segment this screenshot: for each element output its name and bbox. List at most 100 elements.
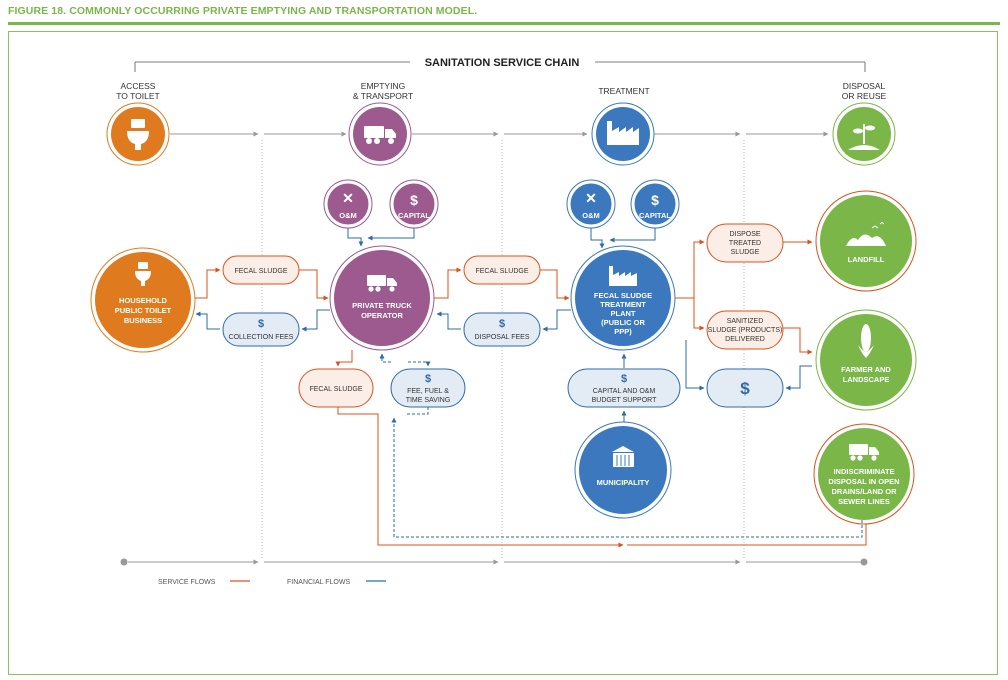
factory-icon bbox=[607, 121, 639, 145]
svg-text:SLUDGE (PRODUCTS): SLUDGE (PRODUCTS) bbox=[708, 327, 783, 334]
svg-text:$: $ bbox=[499, 318, 505, 330]
stage-label-disposal-2: OR REUSE bbox=[842, 91, 887, 101]
pill-collection-fees: $ COLLECTION FEES bbox=[222, 312, 300, 347]
truck-icon bbox=[364, 126, 396, 144]
svg-text:SLUDGE: SLUDGE bbox=[731, 249, 760, 256]
om-label: O&M bbox=[582, 211, 600, 220]
service-chain-header: SANITATION SERVICE CHAIN bbox=[134, 57, 866, 72]
farmer-actor: FARMER AND LANDSCAPE bbox=[815, 309, 917, 411]
stage-label-access-2: TO TOILET bbox=[116, 91, 159, 101]
truck-icon bbox=[849, 444, 879, 461]
legend-financial: FINANCIAL FLOWS bbox=[287, 579, 350, 586]
capital-circle-truck: $ CAPITAL bbox=[389, 179, 439, 229]
stage-icon-toilet bbox=[106, 102, 170, 166]
toilet-icon bbox=[127, 119, 149, 150]
tools-icon: ✕ bbox=[342, 190, 354, 206]
bottom-chain-line bbox=[120, 558, 868, 566]
stage-label-emptying: EMPTYING bbox=[361, 81, 405, 91]
capital-circle-plant: $ CAPITAL bbox=[630, 179, 680, 229]
legend: SERVICE FLOWS FINANCIAL FLOWS bbox=[158, 579, 386, 586]
dollar-icon: $ bbox=[410, 192, 418, 208]
svg-text:COLLECTION FEES: COLLECTION FEES bbox=[229, 334, 294, 341]
pill-fecal-sludge-2: FECAL SLUDGE bbox=[463, 255, 541, 285]
dollar-icon: $ bbox=[651, 192, 659, 208]
indiscriminate-disposal-actor: INDISCRIMINATE DISPOSAL IN OPEN DRAINS/L… bbox=[813, 423, 915, 525]
svg-text:DISPOSAL IN OPEN: DISPOSAL IN OPEN bbox=[828, 477, 899, 486]
svg-text:BUSINESS: BUSINESS bbox=[124, 316, 162, 325]
household-actor: HOUSEHOLD PUBLIC TOILET BUSINESS bbox=[90, 247, 196, 353]
svg-text:$: $ bbox=[258, 318, 264, 330]
pill-dispose-treated-sludge: DISPOSE TREATED SLUDGE bbox=[706, 223, 784, 263]
chain-title: SANITATION SERVICE CHAIN bbox=[425, 57, 580, 69]
svg-text:OPERATOR: OPERATOR bbox=[361, 311, 403, 320]
svg-text:FECAL SLUDGE: FECAL SLUDGE bbox=[309, 386, 362, 393]
stage-label-emptying-2: & TRANSPORT bbox=[353, 91, 413, 101]
svg-text:TIME SAVING: TIME SAVING bbox=[406, 397, 451, 404]
svg-text:MUNICIPALITY: MUNICIPALITY bbox=[597, 478, 650, 487]
treatment-plant-actor: FECAL SLUDGE TREATMENT PLANT (PUBLIC OR … bbox=[570, 245, 676, 351]
svg-text:PLANT: PLANT bbox=[611, 309, 636, 318]
stage-icon-truck bbox=[348, 102, 412, 166]
factory-icon bbox=[609, 266, 637, 286]
svg-text:CAPITAL AND O&M: CAPITAL AND O&M bbox=[593, 388, 656, 395]
svg-text:SANITIZED: SANITIZED bbox=[727, 318, 764, 325]
svg-text:FARMER AND: FARMER AND bbox=[841, 365, 891, 374]
pill-fecal-sludge-3: FECAL SLUDGE bbox=[298, 368, 374, 408]
svg-text:(PUBLIC OR: (PUBLIC OR bbox=[601, 318, 645, 327]
svg-text:PUBLIC TOILET: PUBLIC TOILET bbox=[115, 306, 172, 315]
service-flows bbox=[195, 239, 867, 548]
svg-text:FECAL SLUDGE: FECAL SLUDGE bbox=[594, 291, 652, 300]
svg-text:PPP): PPP) bbox=[614, 327, 632, 336]
svg-text:$: $ bbox=[621, 373, 627, 385]
financial-flows bbox=[195, 309, 863, 538]
svg-text:DISPOSE: DISPOSE bbox=[729, 231, 760, 238]
tools-icon: ✕ bbox=[585, 190, 597, 206]
svg-text:TREATED: TREATED bbox=[729, 240, 761, 247]
pill-sanitized-sludge: SANITIZED SLUDGE (PRODUCTS) DELIVERED bbox=[706, 310, 784, 350]
municipality-actor: MUNICIPALITY bbox=[574, 421, 672, 519]
legend-service: SERVICE FLOWS bbox=[158, 579, 216, 586]
stage-label-access: ACCESS bbox=[121, 81, 156, 91]
stage-dividers bbox=[261, 140, 745, 558]
svg-text:FECAL SLUDGE: FECAL SLUDGE bbox=[234, 268, 287, 275]
stage-icon-factory bbox=[591, 102, 655, 166]
title-rule bbox=[8, 22, 1000, 25]
om-circle-plant: ✕ O&M bbox=[566, 179, 616, 229]
pill-budget-support: $ CAPITAL AND O&M BUDGET SUPPORT bbox=[567, 368, 681, 408]
svg-text:FEE, FUEL &: FEE, FUEL & bbox=[407, 388, 449, 395]
svg-text:$: $ bbox=[425, 373, 431, 385]
capital-label: CAPITAL bbox=[398, 211, 430, 220]
plant-icon bbox=[848, 124, 880, 150]
svg-text:PRIVATE TRUCK: PRIVATE TRUCK bbox=[352, 301, 412, 310]
svg-text:LANDSCAPE: LANDSCAPE bbox=[843, 375, 890, 384]
svg-text:HOUSEHOLD: HOUSEHOLD bbox=[119, 296, 168, 305]
svg-text:SEWER LINES: SEWER LINES bbox=[838, 497, 890, 506]
svg-text:DRAINS/LAND OR: DRAINS/LAND OR bbox=[832, 487, 898, 496]
stage-icon-plant bbox=[832, 102, 896, 166]
om-circle-truck: ✕ O&M bbox=[323, 179, 373, 229]
truck-icon bbox=[367, 275, 397, 292]
figure-title: FIGURE 18. COMMONLY OCCURRING PRIVATE EM… bbox=[8, 5, 478, 17]
svg-text:TREATMENT: TREATMENT bbox=[600, 300, 646, 309]
svg-text:BUDGET SUPPORT: BUDGET SUPPORT bbox=[592, 397, 657, 404]
figure-frame bbox=[8, 31, 998, 675]
svg-text:$: $ bbox=[740, 379, 750, 398]
pill-fee-fuel-time: $ FEE, FUEL & TIME SAVING bbox=[390, 368, 466, 408]
toilet-icon bbox=[135, 262, 151, 286]
cost-financial-flows bbox=[347, 228, 656, 249]
truck-operator-actor: PRIVATE TRUCK OPERATOR bbox=[329, 245, 435, 351]
svg-text:INDISCRIMINATE: INDISCRIMINATE bbox=[833, 467, 894, 476]
stage-label-treatment: TREATMENT bbox=[598, 86, 649, 96]
capital-label: CAPITAL bbox=[639, 211, 671, 220]
pill-disposal-fees: $ DISPOSAL FEES bbox=[463, 312, 541, 347]
landfill-actor: LANDFILL bbox=[815, 190, 917, 292]
corn-icon bbox=[858, 324, 874, 358]
om-label: O&M bbox=[339, 211, 357, 220]
pill-dollar-revenue: $ bbox=[706, 368, 784, 408]
svg-text:DELIVERED: DELIVERED bbox=[725, 336, 765, 343]
svg-text:LANDFILL: LANDFILL bbox=[848, 255, 885, 264]
svg-text:FECAL SLUDGE: FECAL SLUDGE bbox=[475, 268, 528, 275]
landfill-icon bbox=[846, 221, 886, 246]
stage-label-disposal: DISPOSAL bbox=[843, 81, 886, 91]
